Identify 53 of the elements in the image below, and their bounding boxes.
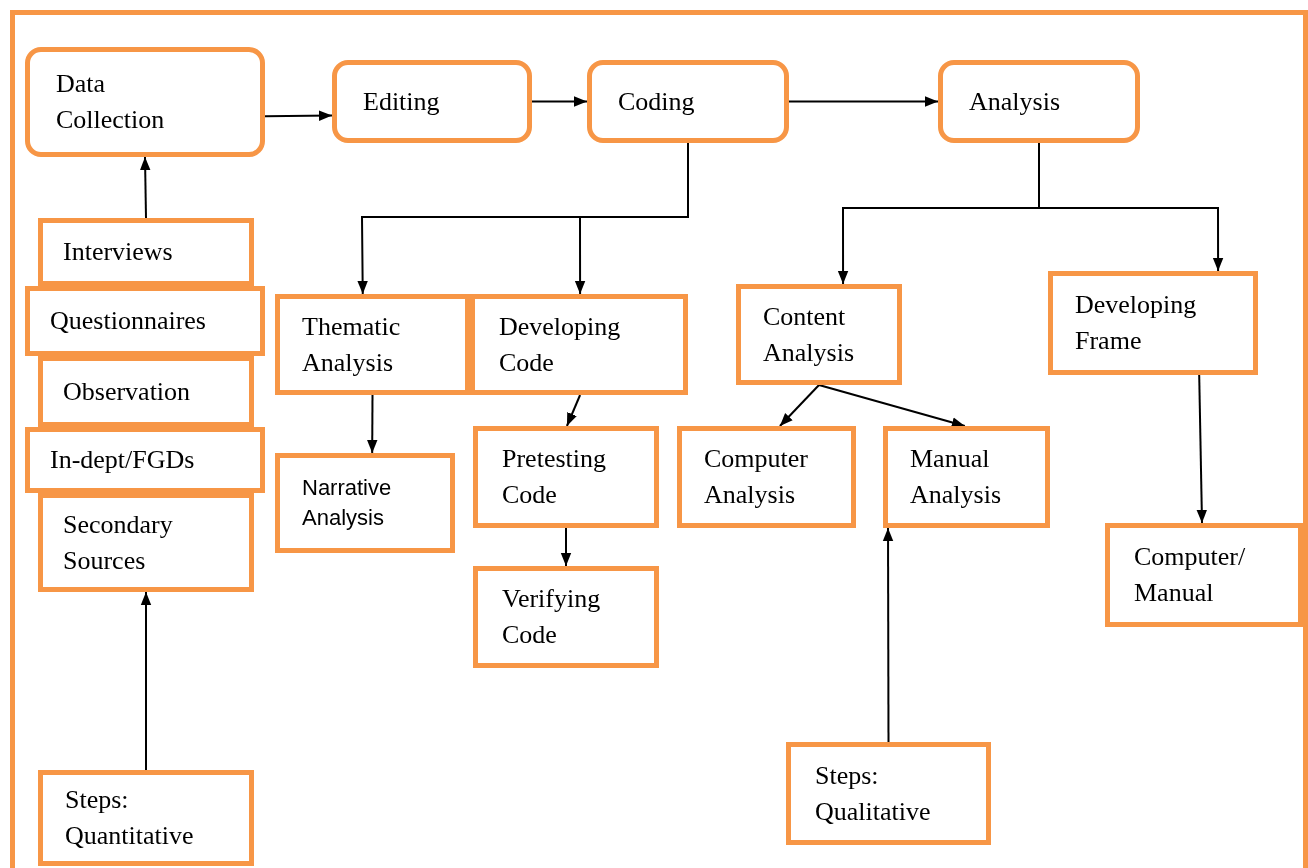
arrow: [788, 96, 939, 107]
box-label: Analysis: [969, 85, 1060, 118]
box-label: Data Collection: [56, 68, 166, 136]
box-label: Computer Analysis: [704, 443, 809, 511]
box-label: Secondary Sources: [63, 508, 174, 577]
arrow: [367, 394, 378, 454]
rounded-process-box: [332, 60, 532, 143]
box-label: Steps: Qualitative: [815, 759, 932, 828]
box-label: Computer/ Manual: [1134, 541, 1247, 609]
arrow: [818, 384, 966, 428]
rounded-process-box: [938, 60, 1140, 143]
box-label: Observation: [63, 375, 191, 408]
box-label: Editing: [363, 85, 440, 118]
rounded-process-box: [25, 47, 265, 157]
box-label: Developing Code: [499, 310, 622, 379]
box-label: Thematic Analysis: [302, 310, 402, 379]
arrow: [574, 142, 689, 295]
box-label: Manual Analysis: [910, 443, 1002, 511]
process-box: [275, 294, 470, 395]
arrow: [778, 384, 820, 427]
box-label: Narrative Analysis: [302, 473, 393, 532]
box-label: Verifying Code: [502, 583, 602, 651]
process-box: [786, 742, 991, 845]
process-box: [883, 426, 1050, 528]
arrow: [140, 591, 152, 771]
box-label: Coding: [618, 85, 695, 118]
process-box: [38, 218, 254, 286]
box-label: Pretesting Code: [502, 443, 607, 511]
arrow: [140, 156, 151, 219]
process-box: [473, 426, 659, 528]
arrow: [565, 394, 582, 427]
box-label: Steps: Quantitative: [65, 784, 195, 852]
arrow: [1196, 374, 1207, 524]
arrow: [531, 96, 588, 107]
process-box: [677, 426, 856, 528]
box-label: Questionnaires: [50, 305, 206, 338]
process-box: [1105, 523, 1303, 627]
process-box: [38, 770, 254, 866]
box-label: Content Analysis: [763, 300, 855, 369]
process-box: [736, 284, 902, 385]
process-box: [38, 493, 254, 592]
box-label: Developing Frame: [1075, 289, 1198, 357]
box-label: In-dept/FGDs: [50, 444, 195, 477]
arrow: [560, 527, 572, 567]
arrow: [882, 527, 894, 743]
arrow: [1038, 142, 1224, 272]
box-label: Interviews: [63, 236, 173, 269]
arrow: [264, 110, 333, 121]
process-box: [1048, 271, 1258, 375]
rounded-process-box: [587, 60, 789, 143]
process-box: [275, 453, 455, 553]
process-box: [470, 294, 688, 395]
process-box: [473, 566, 659, 668]
